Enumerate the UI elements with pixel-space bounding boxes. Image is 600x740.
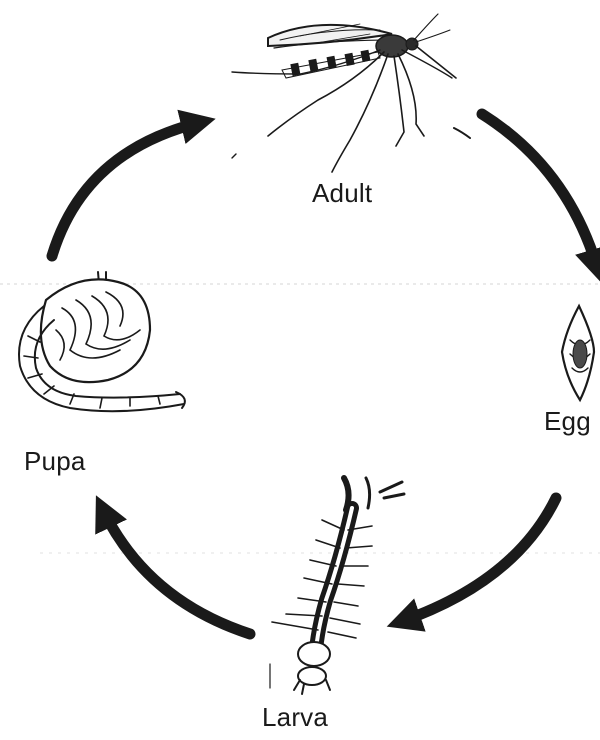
arrow-egg-to-larva	[400, 498, 556, 622]
stage-label-pupa: Pupa	[24, 446, 86, 477]
mosquito-egg-icon	[562, 306, 594, 400]
stage-label-larva: Larva	[262, 702, 328, 733]
stage-label-egg: Egg	[544, 406, 591, 437]
stage-label-adult: Adult	[312, 178, 372, 209]
arrow-pupa-to-adult	[52, 122, 202, 256]
mosquito-adult-icon	[232, 14, 470, 172]
arrow-adult-to-egg	[482, 114, 598, 270]
mosquito-pupa-icon	[19, 272, 185, 411]
mosquito-larva-icon	[270, 478, 404, 694]
arrow-larva-to-pupa	[102, 508, 250, 634]
